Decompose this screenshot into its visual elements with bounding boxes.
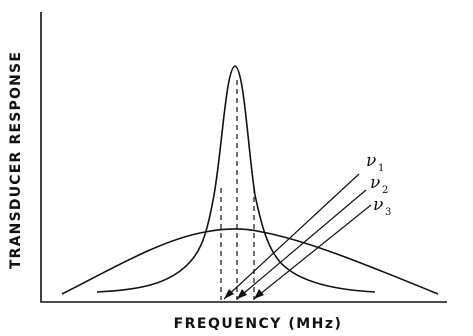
svg-text:1: 1 bbox=[378, 163, 384, 174]
svg-text:ν: ν bbox=[373, 195, 383, 215]
label-nu1: ν 1 bbox=[366, 151, 384, 174]
svg-text:3: 3 bbox=[385, 207, 391, 218]
arrow-nu2 bbox=[236, 189, 367, 300]
svg-text:ν: ν bbox=[366, 151, 376, 171]
arrow-nu3 bbox=[253, 204, 372, 300]
x-axis-label: FREQUENCY (MHz) bbox=[174, 316, 343, 332]
label-nu3: ν 3 bbox=[373, 195, 391, 218]
y-axis-label: TRANSDUCER RESPONSE bbox=[8, 51, 24, 269]
axes bbox=[40, 12, 447, 303]
narrow-response-curve bbox=[96, 65, 376, 293]
arrow-nu1 bbox=[223, 173, 360, 300]
broad-response-curve bbox=[61, 228, 439, 295]
label-nu2: ν 2 bbox=[370, 173, 388, 196]
svg-text:ν: ν bbox=[370, 173, 380, 193]
svg-text:2: 2 bbox=[382, 185, 388, 196]
